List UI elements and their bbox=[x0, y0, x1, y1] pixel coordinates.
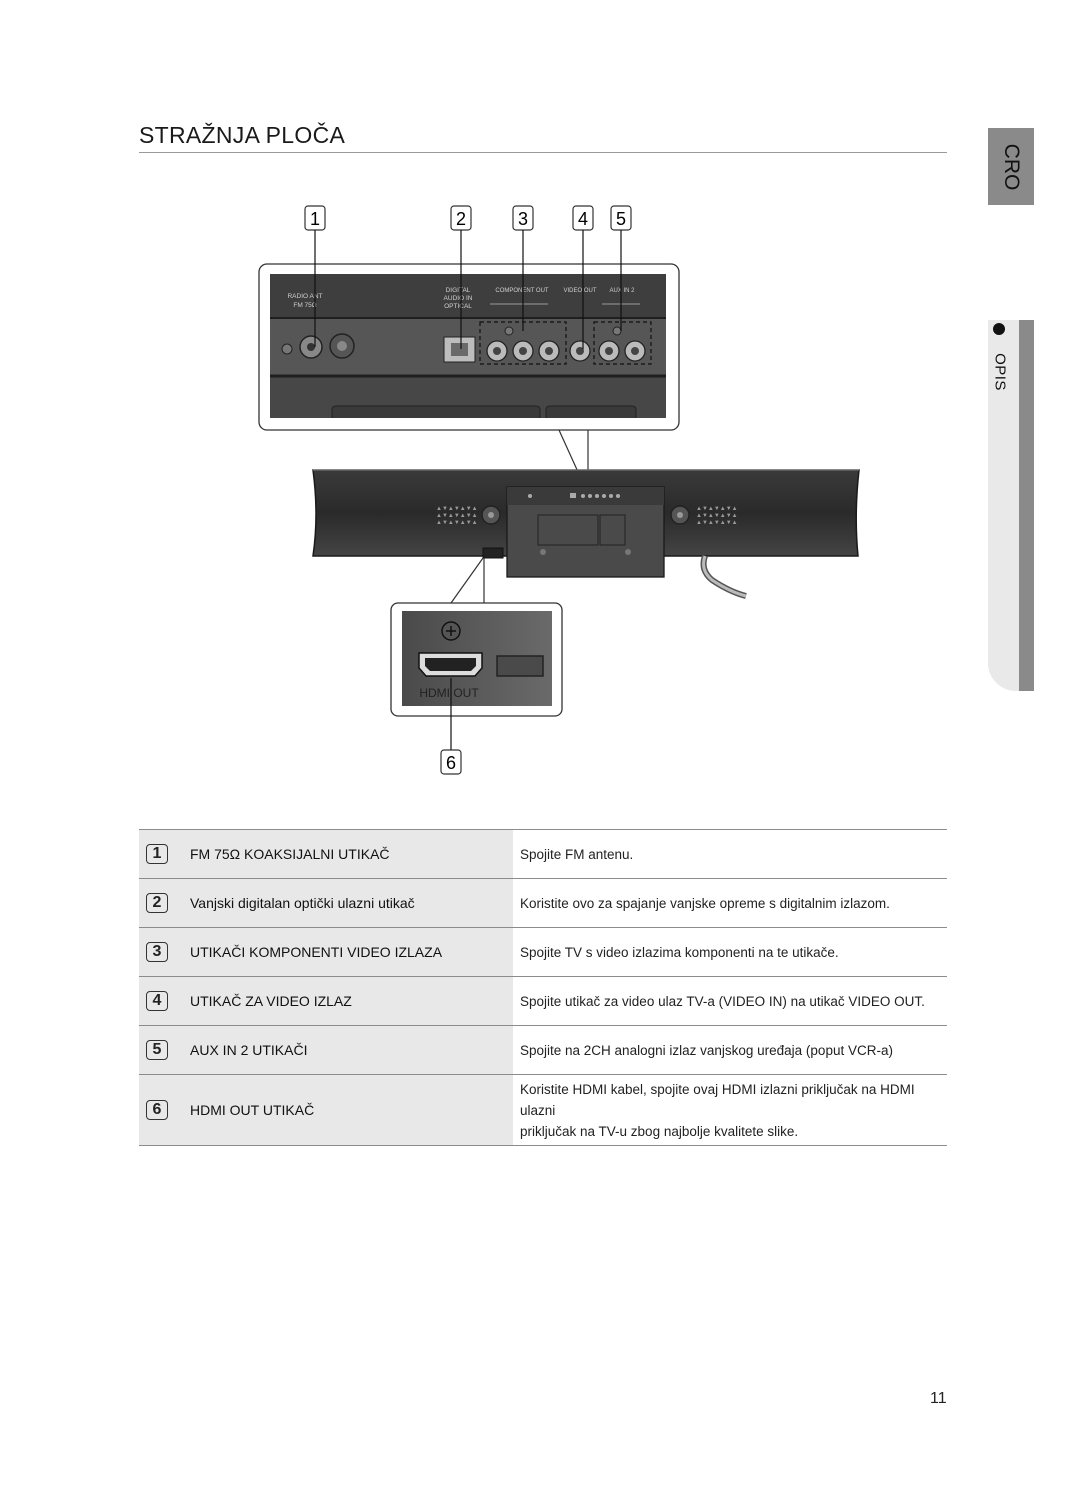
leader-lines-top bbox=[314, 230, 622, 349]
table-row: 3 UTIKAČI KOMPONENTI VIDEO IZLAZA Spojite… bbox=[139, 927, 947, 977]
row-label: HDMI OUT UTIKAČ bbox=[190, 1102, 315, 1118]
row-description: Spojite TV s video izlazima komponenti n… bbox=[513, 927, 947, 977]
table-row: 1 FM 75Ω KOAKSIJALNI UTIKAČ Spojite FM an… bbox=[139, 829, 947, 879]
label-digital: DIGITAL bbox=[446, 287, 471, 294]
row-number: 1 bbox=[146, 844, 168, 864]
row-description-line: Koristite HDMI kabel, spojite ovaj HDMI … bbox=[520, 1081, 915, 1118]
section-bullet-icon bbox=[993, 323, 1005, 335]
hdmi-out-label: HDMI OUT bbox=[419, 686, 479, 700]
row-label: UTIKAČI KOMPONENTI VIDEO IZLAZA bbox=[190, 944, 443, 960]
hdmi-zoom: HDMI OUT bbox=[390, 602, 563, 717]
svg-text:▲▼▲▼▲▼▲: ▲▼▲▼▲▼▲ bbox=[436, 506, 478, 512]
callout-3-label: 3 bbox=[518, 209, 528, 229]
panel-zoom: RADIO ANT FM 75Ω DIGITAL AUDIO IN OPTICA… bbox=[258, 263, 680, 431]
screw-icon bbox=[281, 343, 293, 355]
callout-4-label: 4 bbox=[578, 209, 588, 229]
row-number: 6 bbox=[146, 1100, 168, 1120]
callout-4: 4 bbox=[572, 205, 594, 231]
row-number: 5 bbox=[146, 1040, 168, 1060]
callout-5-label: 5 bbox=[616, 209, 626, 229]
label-component-out: COMPONENT OUT bbox=[495, 288, 549, 294]
row-description: Spojite utikač za video ulaz TV-a (VIDEO… bbox=[513, 976, 947, 1026]
callout-6: 6 bbox=[440, 749, 462, 775]
table-row: 6 HDMI OUT UTIKAČ Koristite HDMI kabel, s… bbox=[139, 1074, 947, 1146]
svg-text:▲▼▲▼▲▼▲: ▲▼▲▼▲▼▲ bbox=[696, 506, 738, 512]
row-description: Koristite HDMI kabel, spojite ovaj HDMI … bbox=[513, 1074, 947, 1146]
label-aux-in-2: AUX IN 2 bbox=[609, 288, 635, 294]
language-tab: CRO bbox=[988, 128, 1034, 205]
callout-1-label: 1 bbox=[310, 209, 320, 229]
callout-1: 1 bbox=[304, 205, 326, 231]
row-description: Spojite na 2CH analogni izlaz vanjskog u… bbox=[513, 1025, 947, 1075]
callout-6-label: 6 bbox=[446, 753, 456, 773]
table-row: 5 AUX IN 2 UTIKAČI Spojite na 2CH analogn… bbox=[139, 1025, 947, 1075]
rear-panel-diagram: 1 2 3 4 5 RADIO ANT FM 75Ω DIGITAL AUDIO… bbox=[258, 205, 860, 775]
connector-table: 1 FM 75Ω KOAKSIJALNI UTIKAČ Spojite FM an… bbox=[139, 829, 947, 1146]
row-description-line: priključak na TV-u zbog najbolje kvalite… bbox=[520, 1123, 799, 1139]
row-description: Spojite FM antenu. bbox=[513, 829, 947, 879]
section-tab-bar bbox=[1019, 320, 1034, 691]
title-divider bbox=[139, 152, 947, 153]
label-audio-in: AUDIO IN bbox=[444, 295, 473, 302]
row-label: FM 75Ω KOAKSIJALNI UTIKAČ bbox=[190, 846, 390, 862]
label-fm: FM 75Ω bbox=[293, 302, 316, 309]
soundbar-rear: ▲▼▲▼▲▼▲▲▼▲▼▲▼▲▲▼▲▼▲▼▲ ▲▼▲▼▲▼▲▲▼▲▼▲▼▲▲▼▲▼… bbox=[312, 469, 860, 599]
label-radio-ant: RADIO ANT bbox=[287, 293, 322, 300]
svg-text:▲▼▲▼▲▼▲: ▲▼▲▼▲▼▲ bbox=[696, 520, 738, 526]
row-number: 2 bbox=[146, 893, 168, 913]
svg-text:▲▼▲▼▲▼▲: ▲▼▲▼▲▼▲ bbox=[436, 520, 478, 526]
page-number: 11 bbox=[930, 1390, 947, 1407]
row-number: 4 bbox=[146, 991, 168, 1011]
callout-2-label: 2 bbox=[456, 209, 466, 229]
label-video-out: VIDEO OUT bbox=[563, 288, 596, 294]
callout-3: 3 bbox=[512, 205, 534, 231]
table-row: 2 Vanjski digitalan optički ulazni utikač… bbox=[139, 878, 947, 928]
row-description: Koristite ovo za spajanje vanjske opreme… bbox=[513, 878, 947, 928]
row-number: 3 bbox=[146, 942, 168, 962]
callout-5: 5 bbox=[610, 205, 632, 231]
svg-text:▲▼▲▼▲▼▲: ▲▼▲▼▲▼▲ bbox=[696, 513, 738, 519]
page-title: STRAŽNJA PLOČA bbox=[139, 122, 346, 148]
row-label: AUX IN 2 UTIKAČI bbox=[190, 1042, 308, 1058]
rca-jacks-icon bbox=[486, 340, 646, 362]
row-label: Vanjski digitalan optički ulazni utikač bbox=[190, 895, 415, 911]
callout-2: 2 bbox=[450, 205, 472, 231]
table-row: 4 UTIKAČ ZA VIDEO IZLAZ Spojite utikač za… bbox=[139, 976, 947, 1026]
row-label: UTIKAČ ZA VIDEO IZLAZ bbox=[190, 993, 352, 1009]
label-optical: OPTICAL bbox=[444, 303, 472, 310]
svg-text:▲▼▲▼▲▼▲: ▲▼▲▼▲▼▲ bbox=[436, 513, 478, 519]
